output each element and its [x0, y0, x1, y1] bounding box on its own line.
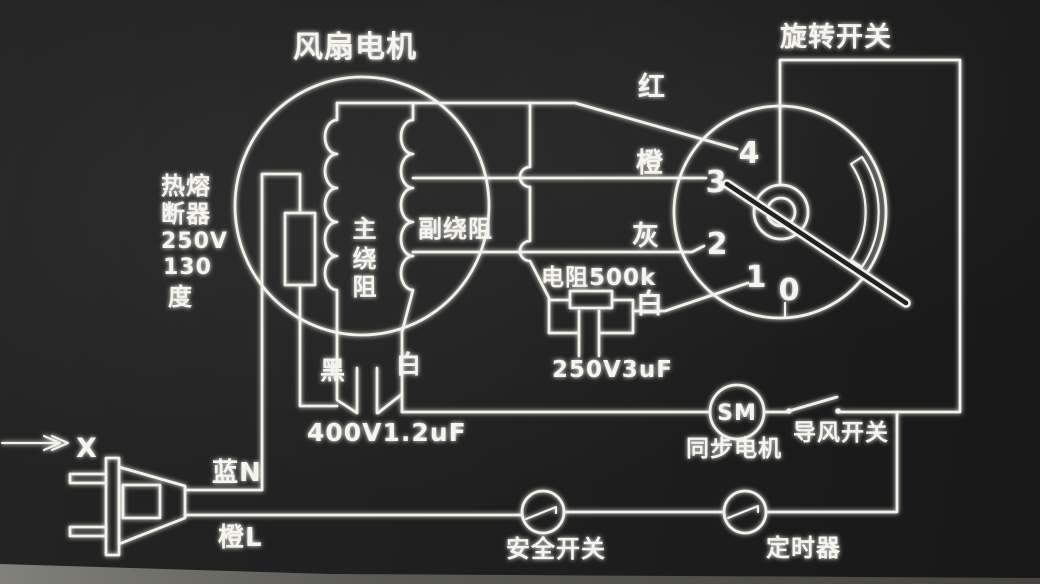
thermal-fuse-label-line5: 度: [168, 283, 193, 311]
sync-motor-symbol: SM: [717, 401, 757, 426]
louver-switch-blade: [787, 395, 839, 413]
rotary-position-3: 3: [706, 165, 727, 200]
main-winding-label-char3: 阻: [353, 273, 378, 301]
fan-motor-circle: [233, 75, 491, 337]
rotary-position-1: 1: [746, 260, 767, 295]
main-capacitor-lead-diagonal: [376, 392, 404, 415]
plug-prong-top: [68, 472, 108, 485]
small-capacitor-label: 250V3uF: [552, 357, 673, 383]
grey-wire-label: 灰: [632, 221, 660, 252]
plug-face-bar: [104, 456, 121, 557]
red-wire-label: 红: [638, 71, 666, 103]
timer-to-junction-wire: [764, 410, 899, 514]
resistor-body: [568, 289, 614, 310]
timer-blade: [726, 504, 760, 520]
main-winding-label-char1: 主: [353, 215, 378, 243]
white-wire-to-terminal1: [631, 281, 750, 313]
rotary-position-2: 2: [707, 227, 728, 262]
resistor-branch-wires: [547, 298, 635, 335]
thermal-fuse-wire-bottom: [298, 283, 339, 408]
safety-switch-blade: [524, 505, 558, 521]
grey-wire: [411, 244, 706, 254]
rotary-switch-feed-wire: [778, 58, 962, 413]
x-mark-label: X: [76, 433, 98, 464]
rotary-switch-contact-track: [849, 155, 880, 269]
thermal-fuse-label-line4: 130: [163, 255, 212, 280]
thermal-fuse-label-line1: 热熔: [161, 172, 211, 200]
resistor-label: 电阻500k: [541, 265, 656, 291]
photo-bottom-edge: [0, 564, 1040, 584]
aux-winding-label: 副绕阻: [418, 215, 493, 243]
main-winding-coil: [323, 101, 359, 415]
small-capacitor-plates: [577, 309, 601, 358]
main-winding-label-char2: 绕: [353, 245, 378, 273]
timer-label: 定时器: [766, 534, 841, 562]
rotary-position-0: 0: [779, 273, 800, 308]
louver-switch-contact-left: [786, 408, 792, 414]
rotary-position-4: 4: [739, 136, 760, 171]
neutral-wire-label: 蓝N: [212, 458, 262, 488]
rotary-switch-title: 旋转开关: [780, 22, 892, 53]
sync-motor-label: 同步电机: [686, 436, 782, 462]
live-wire-label: 橙L: [218, 523, 263, 553]
white-wire-label-cap: 白: [396, 350, 422, 379]
louver-switch-label: 导风开关: [793, 419, 889, 446]
aux-winding-coil: [399, 101, 415, 414]
thermal-fuse-label-line3: 250V: [161, 229, 228, 254]
black-wire-label: 黑: [320, 356, 346, 385]
main-capacitor-label: 400V1.2uF: [307, 418, 467, 447]
fan-motor-title: 风扇电机: [293, 30, 417, 65]
orange-wire-label: 橙: [636, 148, 664, 179]
red-to-block-vertical: [518, 101, 551, 335]
thermal-fuse-body: [283, 211, 317, 287]
plug-prong-bottom: [68, 525, 108, 538]
thermal-fuse-wire-top: [260, 172, 302, 492]
safety-switch-label: 安全开关: [506, 535, 606, 563]
plug-inner-rect: [121, 483, 162, 520]
rotary-switch-wiper: [722, 179, 911, 308]
red-wire: [335, 101, 739, 151]
thermal-fuse-label-line2: 断器: [161, 200, 211, 228]
plug-body: [117, 465, 187, 546]
direction-arrow: [0, 434, 70, 452]
white-wire-label-switch: 白: [636, 288, 664, 320]
main-capacitor-plates: [355, 366, 379, 415]
